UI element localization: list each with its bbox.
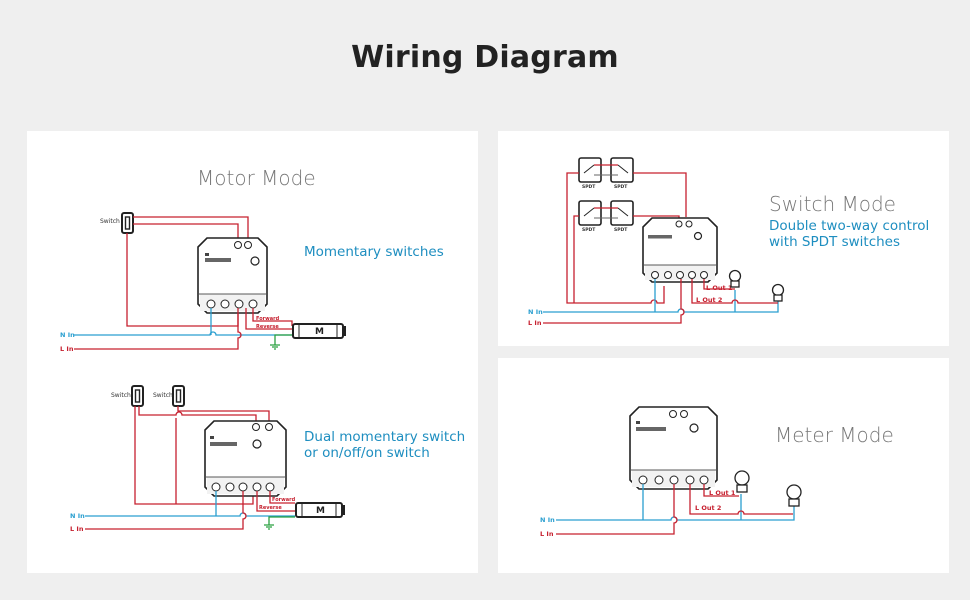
bulb-icon-3 [734, 470, 750, 493]
motor-label-2: M [316, 506, 325, 516]
forward-label: Forward [256, 316, 280, 322]
l-in-label-3: L In [528, 319, 542, 327]
switch-2-icon [172, 385, 185, 407]
wire-reverse [245, 308, 292, 330]
wire-ground [274, 334, 292, 345]
wire-sw1-common [134, 406, 254, 505]
switch-mode-caption-1: Double two-way control [769, 218, 930, 234]
wire-l-in-3 [543, 279, 685, 324]
spdt-switch-1: SPDT [578, 157, 602, 190]
switch-label: Switch [100, 218, 120, 225]
n-in-label-2: N In [70, 512, 85, 520]
sonoff-device-3 [642, 217, 718, 283]
ground-icon-2 [264, 524, 274, 530]
svg-text:SPDT: SPDT [614, 227, 628, 233]
wire-spdt-s2 [633, 172, 687, 217]
wire-sw1-s1 [138, 406, 257, 421]
forward-label-2: Forward [272, 497, 296, 503]
wire-l-in-2 [85, 491, 247, 530]
switch-1-icon [131, 385, 144, 407]
wire-ground-2 [268, 516, 295, 525]
meter-mode-panel: Meter Mode N In L In L Out 1 L Out 2 [498, 358, 949, 573]
switch-2-label: Switch [153, 392, 173, 399]
motor-mode-diagram: Switch N In L In Forward [60, 212, 346, 533]
switch-mode-panel: Switch Mode Double two-way control with … [498, 131, 949, 346]
svg-text:SPDT: SPDT [614, 184, 628, 190]
wire-l-in-4 [556, 484, 678, 535]
sonoff-device-4 [629, 406, 718, 490]
wire-sw2-s2 [177, 406, 270, 421]
motor-mode-caption-1: Momentary switches [304, 244, 444, 260]
motor-icon-2: M [295, 502, 345, 518]
motor-mode-caption-2a: Dual momentary switch [304, 429, 466, 445]
bulb-icon-1 [728, 269, 742, 288]
l-in-label-2: L In [70, 525, 84, 533]
l-in-label: L In [60, 345, 74, 353]
switch-1-label: Switch [111, 392, 131, 399]
bulb-icon-4 [786, 484, 802, 507]
motor-icon: M [292, 323, 346, 339]
n-in-label: N In [60, 331, 75, 339]
meter-mode-diagram: N In L In L Out 1 L Out 2 [540, 406, 802, 538]
wire-l-in [74, 308, 242, 350]
meter-mode-title: Meter Mode [775, 423, 894, 447]
l-out2-label: L Out 2 [696, 296, 722, 304]
motor-mode-panel: Motor Mode Momentary switches Dual momen… [27, 131, 478, 573]
n-in-label-3: N In [528, 308, 543, 316]
spdt-switch-4: SPDT [610, 200, 634, 233]
wire-forward-2 [269, 491, 295, 504]
ground-icon [270, 344, 280, 350]
bulb-icon-2 [771, 283, 785, 302]
page-title: Wiring Diagram [351, 40, 619, 75]
wire-l-out1-4 [703, 484, 739, 497]
wire-s1 [133, 223, 239, 241]
l-out2-label-4: L Out 2 [695, 504, 721, 512]
l-in-label-4: L In [540, 530, 554, 538]
wire-spdt-l [566, 172, 665, 304]
l-out1-label: L Out 1 [706, 284, 733, 292]
l-out1-label-4: L Out 1 [709, 489, 736, 497]
wire-reverse-2 [256, 491, 295, 512]
wire-l-out2-4 [689, 484, 793, 515]
wire-l-out1 [703, 279, 735, 290]
switch-mode-title: Switch Mode [769, 192, 896, 216]
n-in-label-4: N In [540, 516, 555, 524]
wire-n-in-2 [85, 512, 295, 517]
switch-icon [121, 212, 134, 234]
switch-mode-diagram: SPDT SPDT SPDT SPDT [528, 157, 785, 327]
wire-forward [252, 308, 293, 326]
reverse-label-2: Reverse [259, 505, 282, 511]
motor-mode-caption-2b: or on/off/on switch [304, 445, 430, 461]
svg-text:SPDT: SPDT [582, 184, 596, 190]
wire-l-out2 [691, 279, 778, 304]
wire-n-in-3 [543, 296, 779, 313]
sonoff-device-2 [204, 420, 287, 497]
switch-mode-caption-2: with SPDT switches [769, 234, 901, 250]
motor-mode-title: Motor Mode [197, 166, 316, 190]
wire-n-in [74, 331, 297, 336]
wire-s2 [133, 216, 249, 241]
motor-label: M [315, 327, 324, 337]
svg-text:SPDT: SPDT [582, 227, 596, 233]
reverse-label: Reverse [256, 324, 279, 330]
wire-spdt-2-l [573, 215, 579, 303]
sonoff-device [197, 237, 268, 314]
spdt-switch-2: SPDT [610, 157, 634, 190]
spdt-switch-3: SPDT [578, 200, 602, 233]
